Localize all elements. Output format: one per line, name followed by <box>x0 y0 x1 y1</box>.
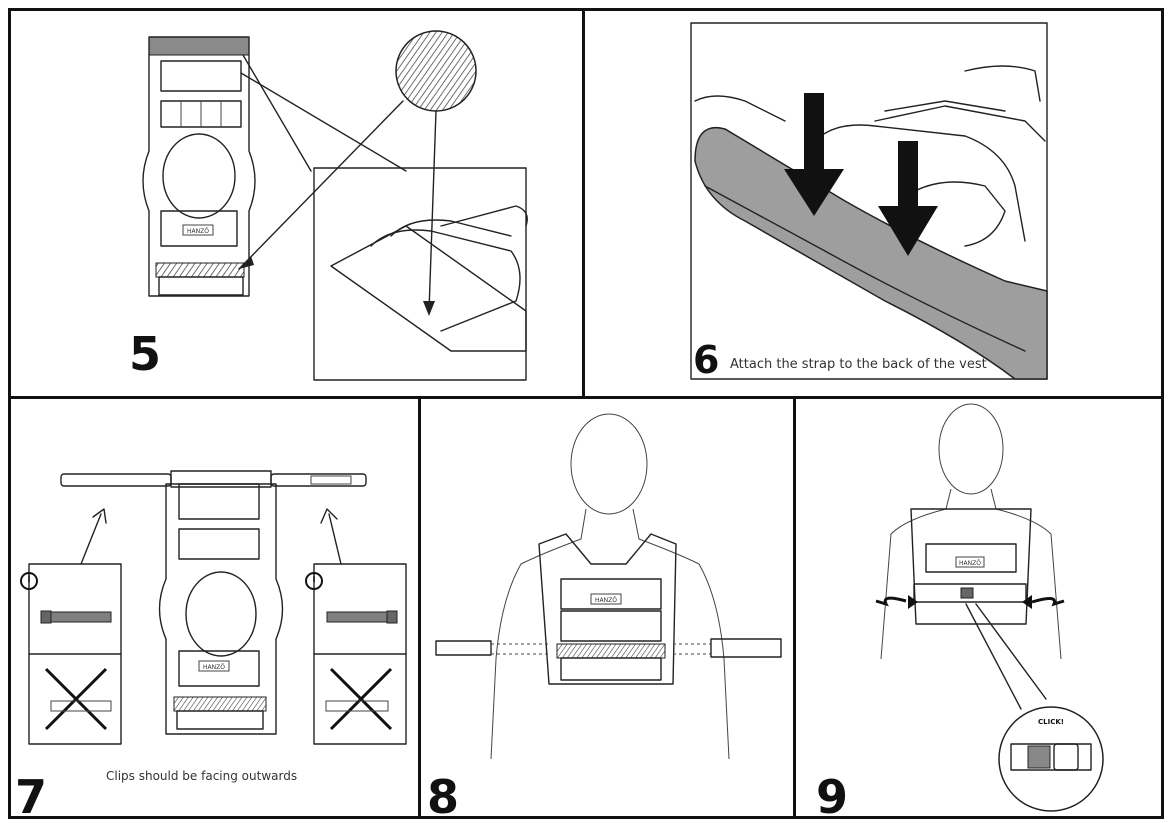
step-8-panel: HANZŌ 8 <box>418 396 796 819</box>
step-number: 7 <box>15 770 48 819</box>
buckle-zoom-circle <box>998 706 1104 812</box>
step-8-illustration: HANZŌ <box>435 413 782 760</box>
step-number: 5 <box>129 327 162 381</box>
step-caption: Clips should be facing outwards <box>106 769 298 783</box>
step-9-panel: HANZŌ CLICK! 9 <box>793 396 1164 819</box>
strap-left <box>435 640 492 656</box>
step-number: 9 <box>816 770 849 819</box>
step-7-illustration: HANZŌ <box>20 470 407 745</box>
waist-strap <box>60 470 367 488</box>
info-icon <box>20 572 38 590</box>
gray-strap <box>694 127 1048 380</box>
weight-pockets-top <box>160 60 242 128</box>
info-glyph: i <box>27 573 31 585</box>
vest-front <box>538 533 677 685</box>
step-6-panel: 6 Attach the strap to the back of the ve… <box>582 8 1164 399</box>
step-9-illustration: HANZŌ CLICK! <box>875 403 1104 812</box>
step-caption: Attach the strap to the back of the vest <box>730 357 987 372</box>
brand-label: HANZŌ <box>203 664 225 671</box>
step-6-illustration <box>690 22 1048 380</box>
down-arrow-icon <box>784 93 844 216</box>
rotate-arrow-right-icon <box>1031 597 1065 607</box>
strap-right <box>710 638 782 658</box>
brand-label: HANZŌ <box>959 560 981 567</box>
step-7-panel: HANZŌ i i Clips should be facing outwa <box>8 396 421 819</box>
rotate-arrow-left-icon <box>875 596 907 607</box>
step-5-panel: HANZŌ 5 <box>8 8 585 399</box>
velcro-zoom-circle <box>395 30 477 112</box>
brand-label: HANZŌ <box>595 597 617 604</box>
brand-label: HANZŌ <box>187 228 209 235</box>
step-5-illustration: HANZŌ <box>142 30 528 381</box>
info-glyph: i <box>312 573 316 585</box>
step-number: 8 <box>427 770 460 819</box>
detail-inset <box>313 167 527 381</box>
info-icon <box>305 572 323 590</box>
down-arrow-icon <box>878 141 938 256</box>
click-label: CLICK! <box>1038 718 1064 726</box>
step-number: 6 <box>693 338 720 382</box>
